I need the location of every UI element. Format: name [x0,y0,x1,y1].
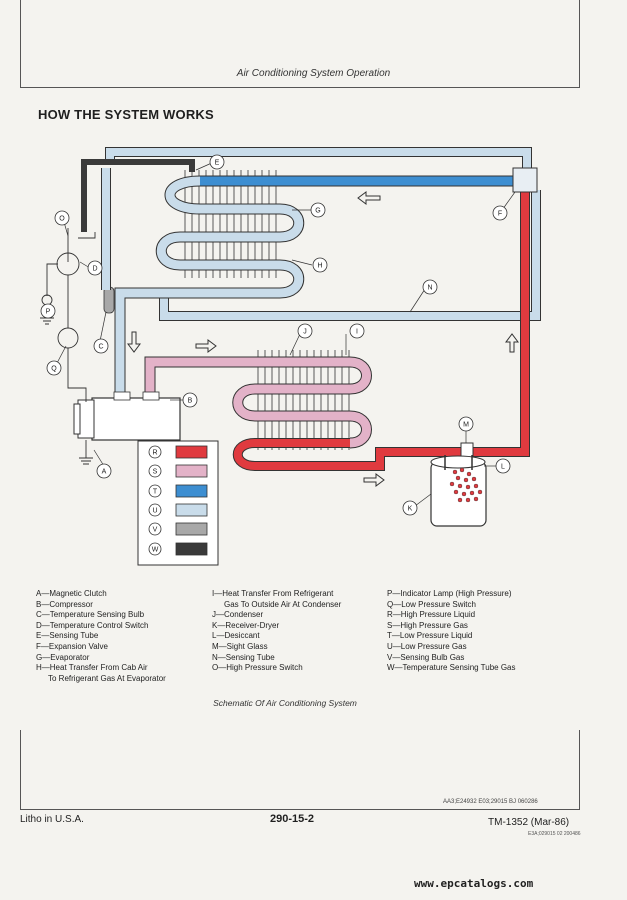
legend-item: A—Magnetic Clutch [36,589,107,598]
legend-item: U—Low Pressure Gas [387,641,467,651]
section-title: Air Conditioning System Operation [236,68,391,79]
callout-o: O [54,210,70,226]
svg-text:V: V [153,527,158,534]
swatch-u: U [148,503,208,517]
legend-item: S—High Pressure Gas [387,620,468,630]
svg-text:I: I [356,329,358,336]
figure-caption: Schematic Of Air Conditioning System [213,698,357,708]
callout-i: I [349,323,365,339]
legend-item: W—Temperature Sensing Tube Gas [387,663,516,673]
swatch-t: T [148,484,208,498]
legend-item: I—Heat Transfer From Refrigerant [212,589,334,598]
legend-item: To Refrigerant Gas At Evaporator [48,673,166,683]
legend-item: N—Sensing Tube [212,652,275,662]
compressor [73,391,181,441]
svg-text:Q: Q [51,366,57,373]
footer-rule [20,809,580,810]
header-rule [20,87,580,88]
svg-text:E: E [215,160,220,167]
legend-column-1: A—Magnetic Clutch B—Compressor C—Tempera… [36,589,166,684]
svg-text:F: F [498,211,502,218]
callout-g: G [310,202,326,218]
callout-h: H [312,257,328,273]
callout-a: A [96,463,112,479]
svg-text:O: O [59,216,65,223]
footer-left-rule [20,730,21,810]
callout-c: C [93,338,109,354]
legend-item: V—Sensing Bulb Gas [387,652,465,662]
callout-k: K [402,500,418,516]
footer-litho: Litho in U.S.A. [20,814,84,825]
frame-left-rule [20,0,21,88]
svg-text:N: N [427,285,432,292]
page-number: 290-15-2 [270,813,315,825]
frame-right-rule [579,0,580,88]
svg-text:J: J [303,329,307,336]
callout-j: J [297,323,313,339]
svg-text:K: K [408,506,413,513]
callout-q: Q [46,360,62,376]
watermark-link[interactable]: www.epcatalogs.com [414,877,534,890]
legend-column-3: P—Indicator Lamp (High Pressure) Q—Low P… [387,589,516,674]
svg-text:W: W [152,547,159,554]
legend-item: G—Evaporator [36,652,90,662]
svg-text:R: R [152,450,157,457]
legend-item: K—Receiver-Dryer [212,620,280,630]
legend-item: J—Condenser [212,610,264,620]
callout-b: B [182,392,198,408]
callout-m: M [458,416,474,432]
legend-item: B—Compressor [36,599,93,609]
callout-p: P [40,303,56,319]
legend-item: P—Indicator Lamp (High Pressure) [387,589,512,598]
legend-item: R—High Pressure Liquid [387,610,476,620]
legend-item: Q—Low Pressure Switch [387,599,476,609]
color-key: R S T U V W [137,440,219,566]
legend-item: T—Low Pressure Liquid [387,631,473,641]
svg-text:H: H [317,263,322,270]
manual-id: TM-1352 (Mar-86) [488,817,570,828]
footer-right-rule [579,730,580,810]
expansion-valve [512,167,538,193]
svg-text:P: P [46,309,51,316]
sensing-bulb [103,286,115,314]
svg-text:S: S [153,469,158,476]
legend-item: D—Temperature Control Switch [36,620,149,630]
svg-text:G: G [315,208,320,215]
receiver-dryer [430,455,487,527]
flow-arrows [127,191,519,487]
legend-item: Gas To Outside Air At Condenser [224,599,342,609]
swatch-v: V [148,522,208,536]
svg-text:B: B [188,398,193,405]
reference-code: AA3;E24932 E03;29015 BJ 060286 [443,799,538,805]
callout-d: D [87,260,103,276]
reference-code-small: E3A;029015 02 200486 [528,831,581,837]
legend-item: C—Temperature Sensing Bulb [36,610,145,620]
legend-item: L—Desiccant [212,631,260,641]
svg-text:T: T [153,489,158,496]
legend-item: E—Sensing Tube [36,631,99,641]
callout-l: L [495,458,511,474]
callout-e: E [209,154,225,170]
legend-item: H—Heat Transfer From Cab Air [36,663,148,673]
callout-n: N [422,279,438,295]
legend-column-2: I—Heat Transfer From Refrigerant Gas To … [212,589,341,674]
callout-f: F [492,205,508,221]
svg-text:L: L [501,464,505,471]
legend-item: M—Sight Glass [212,641,268,651]
svg-text:C: C [98,344,103,351]
callouts: E F G H N J I B M L K C O D P Q A [40,154,511,516]
svg-text:U: U [152,508,157,515]
swatch-r: R [148,445,208,459]
svg-text:A: A [102,469,107,476]
legend-item: F—Expansion Valve [36,641,108,651]
swatch-s: S [148,464,208,478]
svg-text:D: D [92,266,97,273]
svg-text:M: M [463,422,469,429]
legend-item: O—High Pressure Switch [212,663,303,673]
swatch-w: W [148,542,208,556]
temperature-sensing-tube [81,159,195,232]
page-title: HOW THE SYSTEM WORKS [38,107,214,122]
